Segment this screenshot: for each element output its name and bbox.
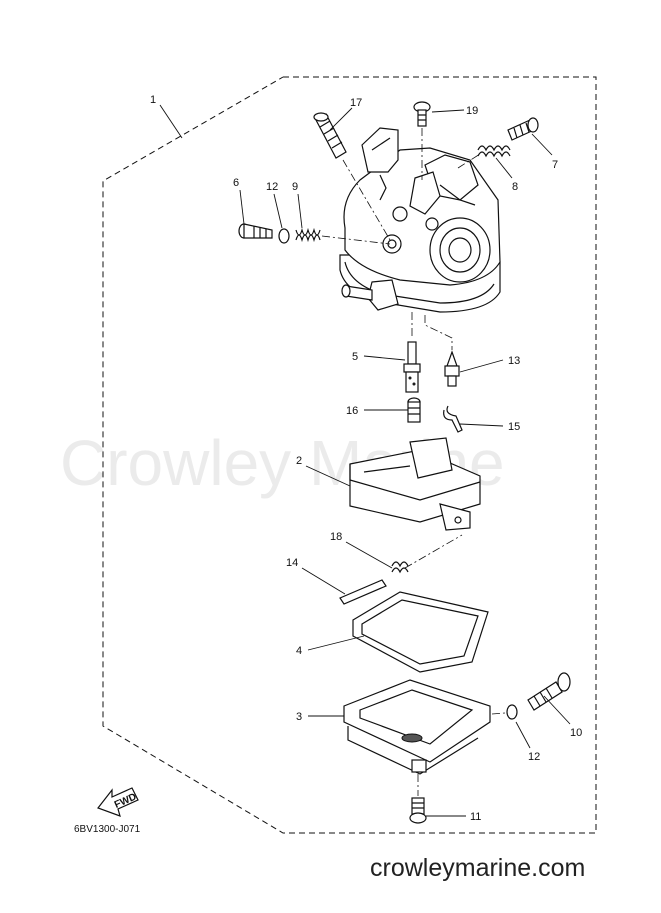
part-2-float <box>349 437 481 531</box>
part-12-oring-right <box>506 704 518 720</box>
callouts: 1 17 19 7 8 6 12 9 5 13 16 15 2 18 14 4 … <box>150 94 582 823</box>
callout-6: 6 <box>233 177 239 189</box>
site-footer: crowleymarine.com <box>370 854 585 882</box>
fwd-arrow-icon: FWD <box>97 787 139 817</box>
part-16-jet <box>407 397 421 423</box>
callout-3: 3 <box>296 711 302 723</box>
part-14-pin <box>339 579 387 605</box>
callout-14: 14 <box>286 557 298 569</box>
part-7-screw <box>507 117 539 141</box>
part-3-float-bowl <box>343 679 491 775</box>
part-6-screw <box>238 223 273 239</box>
callout-4: 4 <box>296 645 302 657</box>
part-9-spring <box>295 227 321 243</box>
part-8-spring <box>477 145 511 158</box>
callout-11: 11 <box>470 811 481 823</box>
callout-8: 8 <box>512 181 518 193</box>
part-17-screw <box>313 112 347 159</box>
callout-1: 1 <box>150 94 156 106</box>
leader-lines <box>159 104 571 817</box>
callout-2: 2 <box>296 455 302 467</box>
part-12-oring <box>278 228 290 244</box>
callout-13: 13 <box>508 355 520 367</box>
callout-12-right: 12 <box>528 751 540 763</box>
drawing-code: 6BV1300-J071 <box>74 824 141 835</box>
callout-18: 18 <box>330 531 342 543</box>
part-4-gasket <box>352 591 489 673</box>
part-19-screw <box>413 101 431 127</box>
callout-15: 15 <box>508 421 520 433</box>
part-15-clip <box>443 405 463 433</box>
callout-7: 7 <box>552 159 558 171</box>
part-5-nozzle <box>403 341 421 393</box>
callout-5: 5 <box>352 351 358 363</box>
callout-12: 12 <box>266 181 278 193</box>
callout-10: 10 <box>570 727 582 739</box>
callout-17: 17 <box>350 97 362 109</box>
callout-16: 16 <box>346 405 358 417</box>
part-11-bolt <box>409 797 427 824</box>
part-18-pin <box>391 561 409 574</box>
callout-19: 19 <box>466 105 478 117</box>
assembly-boundary <box>102 76 597 834</box>
part-13-needle <box>444 350 460 387</box>
part-10-drain-screw <box>527 672 571 711</box>
carburetor-body <box>339 127 501 313</box>
callout-9: 9 <box>292 181 298 193</box>
